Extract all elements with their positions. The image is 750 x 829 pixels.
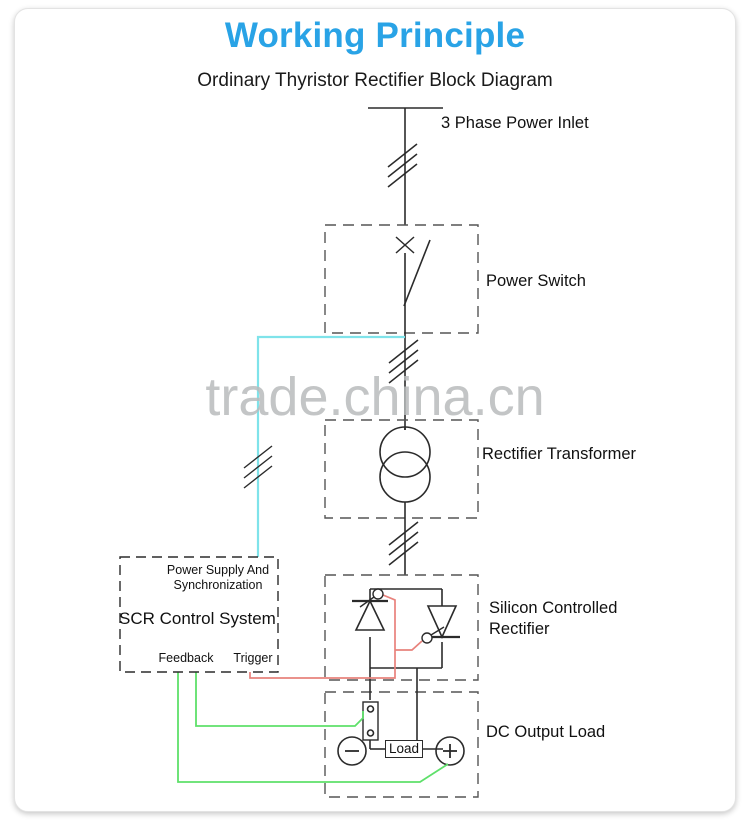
label-dc-output-load: DC Output Load [486,723,606,741]
dc-positive-terminal-circle [435,736,465,766]
trigger-wire-gate-right [395,640,423,651]
thyristor-gate-terminals [372,588,433,644]
page-subtitle: Ordinary Thyristor Rectifier Block Diagr… [197,70,553,91]
power-switch-contact-x [395,236,415,254]
label-power-inlet: 3 Phase Power Inlet [441,114,589,132]
three-phase-marker-sync [243,445,273,489]
sync-wire [256,335,405,557]
label-scr-control-system: SCR Control System [119,609,276,628]
page-title: Working Principle [224,16,526,55]
label-silicon-controlled-rectifier: Silicon Controlled Rectifier [489,599,618,638]
three-phase-marker-inlet [387,143,418,188]
scr-control-system-block [119,556,279,673]
power-switch-blade [403,239,431,307]
trigger-wire-main [249,650,396,679]
shunt-terminal-bottom [366,729,375,737]
label-trigger: Trigger [233,651,273,665]
three-phase-marker-transformer-out [388,521,419,566]
label-power-supply-sync: Power Supply And Synchronization [166,563,270,592]
dc-negative-terminal-circle [337,736,367,766]
thyristor-left-symbol [354,599,386,631]
power-switch-block [324,224,479,334]
sync-wire-group [256,335,405,557]
trigger-wire-gate-left [382,594,396,650]
shunt-terminal-top [366,705,375,713]
feedback-wire-current [177,672,449,783]
gate-terminal-left [372,588,384,600]
thyristor-right-symbol [426,605,458,639]
feedback-wire-voltage [195,672,364,727]
label-rectifier-transformer: Rectifier Transformer [482,445,637,463]
dc-output-block [324,691,479,798]
label-load: Load [385,740,424,758]
gate-lead-lines [359,596,445,636]
gate-lead-right [430,626,445,636]
gate-terminal-right [421,632,433,644]
gate-lead-left [359,596,375,608]
three-phase-marker-switch-out [388,339,419,384]
rectifier-transformer-block [324,419,479,519]
feedback-wire-group [177,672,449,783]
label-power-switch: Power Switch [486,272,586,290]
trigger-wire-group [249,594,423,679]
label-feedback: Feedback [158,651,214,665]
scr-block [324,574,479,681]
